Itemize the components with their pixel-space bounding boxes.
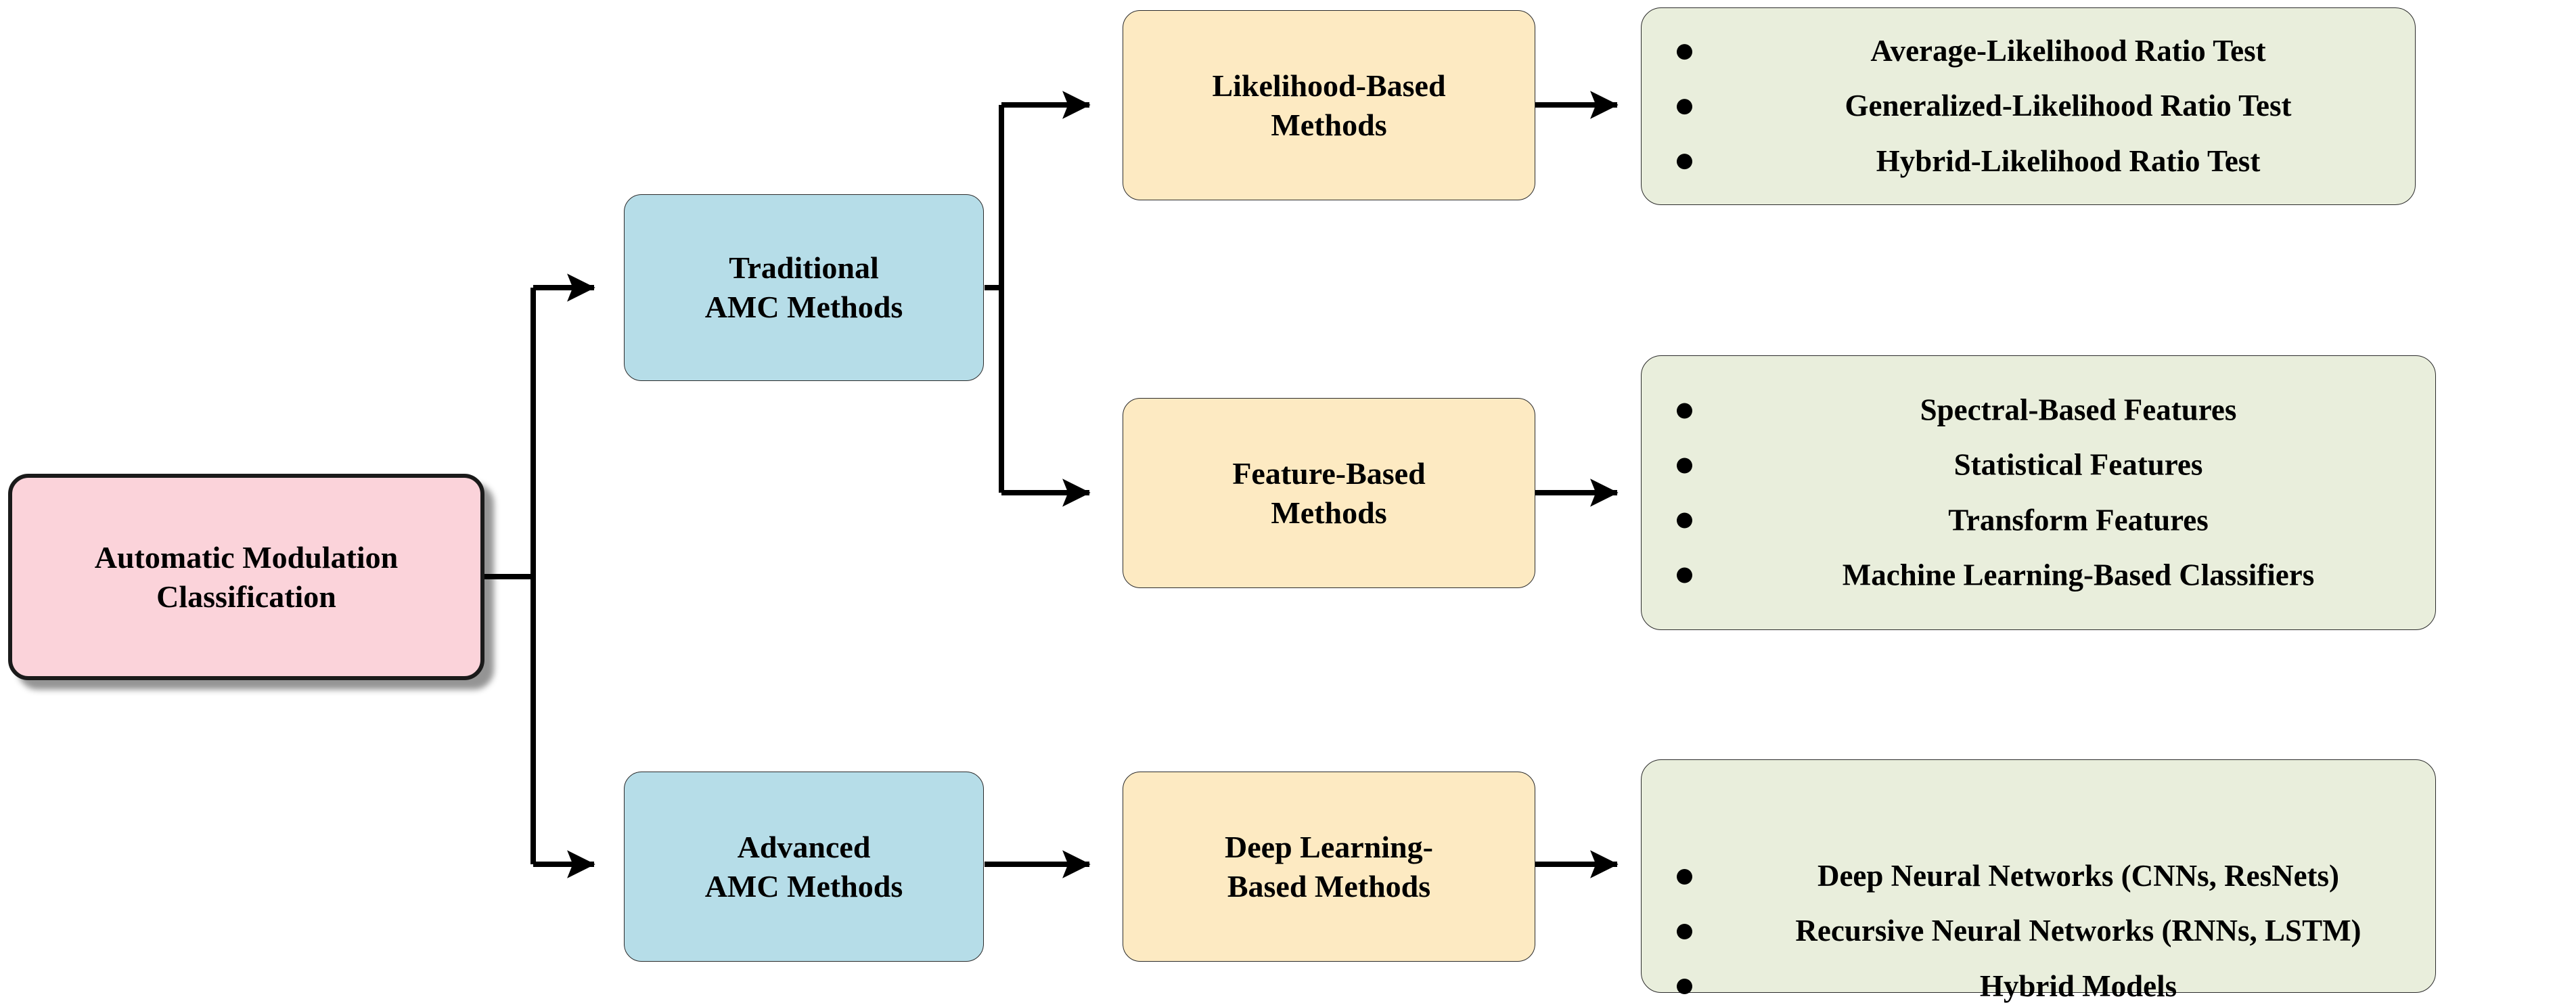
list-item-label: Generalized-Likelihood Ratio Test <box>1845 89 2292 123</box>
bullet-dot-icon <box>1677 567 1692 583</box>
bullet-dot-icon <box>1677 979 1692 995</box>
list-deep-learning-models[interactable]: Deep Neural Networks (CNNs, ResNets) Rec… <box>1641 759 2436 1002</box>
list-item-label: Machine Learning-Based Classifiers <box>1842 558 2315 592</box>
list-item[interactable]: Spectral-Based Features <box>1642 393 2435 427</box>
likelihood-label-line-1: Likelihood-Based <box>1212 68 1446 103</box>
list-item[interactable]: Hybrid Models <box>1642 968 2435 1003</box>
list-item-label: Transform Features <box>1948 503 2209 537</box>
list-item[interactable]: Average-Likelihood Ratio Test <box>1642 35 2415 67</box>
node-feature-based-methods[interactable]: Feature-Based Methods <box>1123 398 1535 588</box>
traditional-label-line-2: AMC Methods <box>704 290 903 324</box>
bullet-dot-icon <box>1677 99 1692 114</box>
node-advanced-amc-methods[interactable]: Advanced AMC Methods <box>624 772 984 962</box>
list-item-label: Statistical Features <box>1953 447 2203 482</box>
bullet-list: Deep Neural Networks (CNNs, ResNets) Rec… <box>1642 860 2435 1002</box>
bullet-dot-icon <box>1677 868 1692 885</box>
node-likelihood-based-methods[interactable]: Likelihood-Based Methods <box>1123 10 1535 200</box>
node-traditional-amc-methods[interactable]: Traditional AMC Methods <box>624 194 984 381</box>
bullet-dot-icon <box>1677 43 1692 60</box>
bullet-dot-icon <box>1677 512 1692 529</box>
bullet-dot-icon <box>1677 458 1692 474</box>
root-label-line-2: Classification <box>156 579 336 614</box>
node-deep-learning-based-methods[interactable]: Deep Learning- Based Methods <box>1123 772 1535 962</box>
bullet-list: Spectral-Based Features Statistical Feat… <box>1642 393 2435 592</box>
feature-label-line-2: Methods <box>1271 495 1387 530</box>
bullet-list: Average-Likelihood Ratio Test Generalize… <box>1642 35 2415 177</box>
list-likelihood-tests[interactable]: Average-Likelihood Ratio Test Generalize… <box>1641 7 2416 205</box>
node-automatic-modulation-classification[interactable]: Automatic Modulation Classification <box>8 474 484 680</box>
list-feature-categories[interactable]: Spectral-Based Features Statistical Feat… <box>1641 355 2436 630</box>
deeplearning-label-line-2: Based Methods <box>1227 868 1431 904</box>
bullet-dot-icon <box>1677 154 1692 170</box>
bullet-dot-icon <box>1677 403 1692 419</box>
advanced-label-line-2: AMC Methods <box>704 868 903 904</box>
list-item[interactable]: Recursive Neural Networks (RNNs, LSTM) <box>1642 915 2435 947</box>
list-item[interactable]: Transform Features <box>1642 504 2435 536</box>
advanced-label-line-1: Advanced <box>737 829 871 864</box>
list-item-label: Hybrid Models <box>1979 968 2177 1003</box>
likelihood-label-line-2: Methods <box>1271 107 1387 142</box>
list-item-label: Recursive Neural Networks (RNNs, LSTM) <box>1795 914 2362 948</box>
bullet-dot-icon <box>1677 923 1692 939</box>
root-label-line-1: Automatic Modulation <box>94 539 399 575</box>
traditional-label-line-1: Traditional <box>729 250 879 286</box>
list-item-label: Hybrid-Likelihood Ratio Test <box>1876 143 2261 178</box>
list-item-label: Average-Likelihood Ratio Test <box>1870 34 2266 68</box>
list-item[interactable]: Machine Learning-Based Classifiers <box>1642 559 2435 591</box>
feature-label-line-1: Feature-Based <box>1232 455 1426 491</box>
list-item[interactable]: Hybrid-Likelihood Ratio Test <box>1642 143 2415 178</box>
list-item[interactable]: Statistical Features <box>1642 449 2435 481</box>
list-item-label: Deep Neural Networks (CNNs, ResNets) <box>1817 859 2340 893</box>
diagram-canvas: Automatic Modulation Classification Trad… <box>8 7 2436 1002</box>
list-item[interactable]: Deep Neural Networks (CNNs, ResNets) <box>1642 860 2435 892</box>
deeplearning-label-line-1: Deep Learning- <box>1225 829 1433 864</box>
list-item[interactable]: Generalized-Likelihood Ratio Test <box>1642 90 2415 122</box>
list-item-label: Spectral-Based Features <box>1920 393 2237 427</box>
